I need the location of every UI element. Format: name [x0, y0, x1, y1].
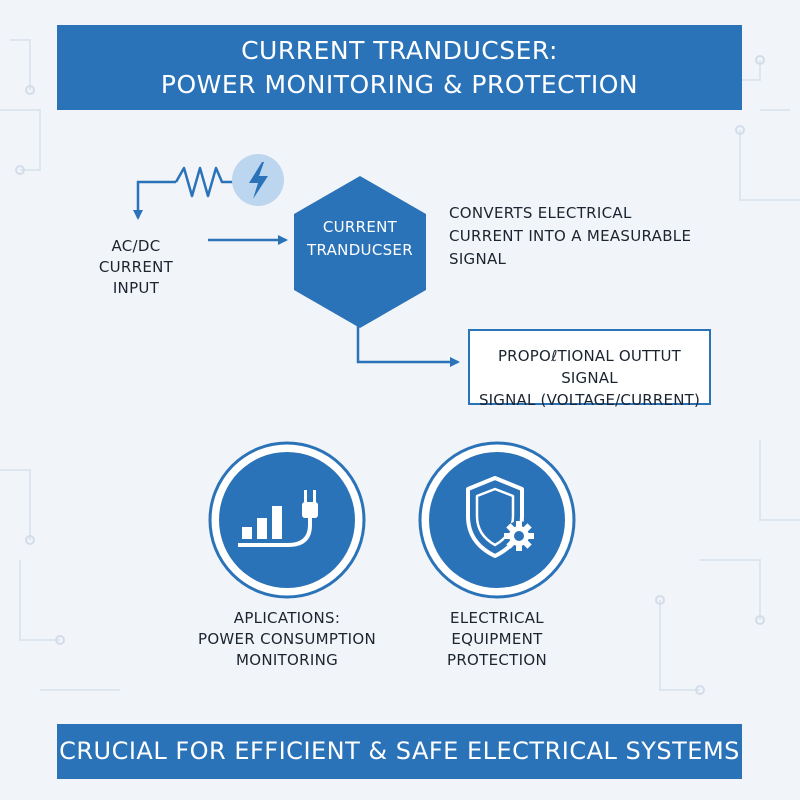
transducer-label-line-1: CURRENT — [322, 218, 398, 236]
input-label: AC/DC CURRENT INPUT — [72, 236, 200, 299]
input-label-line-2: INPUT — [112, 279, 160, 297]
output-label-line-2: SIGNAL (VOLTAGE/CURRENT) — [478, 391, 701, 409]
transducer-label-line-2: TRANDUCSER — [307, 241, 413, 259]
description-line-2: CURRENT INTO A MEASURABLE — [449, 227, 692, 245]
lightning-bolt-icon — [232, 154, 284, 206]
transducer-label: CURRENT TRANDUCSER — [300, 216, 420, 262]
footer-banner: CRUCIAL FOR EFFICIENT & SAFE ELECTRICAL … — [57, 724, 742, 779]
title-line-1: CURRENT TRANDUCSER: — [241, 36, 558, 65]
output-arrow — [356, 318, 460, 367]
title-line-2: POWER MONITORING & PROTECTION — [160, 70, 639, 99]
application-label-protection: ELECTRICAL EQUIPMENT PROTECTION — [422, 608, 572, 671]
bar-chart-plug-icon — [208, 441, 366, 599]
input-label-line-1: AC/DC CURRENT — [98, 237, 174, 276]
footer-text: CRUCIAL FOR EFFICIENT & SAFE ELECTRICAL … — [59, 737, 740, 765]
output-signal-box: PROPOℓTIONAL OUTTUT SIGNAL SIGNAL (VOLTA… — [468, 329, 711, 409]
application-label-line-1: ELECTRICAL — [450, 609, 544, 627]
application-label-line-3: PROTECTION — [446, 651, 547, 669]
application-label-line-2: EQUIPMENT — [451, 630, 543, 648]
application-label-monitoring: APLICATIONS: POWER CONSUMPTION MONITORIN… — [197, 608, 377, 671]
description-line-1: CONVERTS ELECTRICAL — [449, 204, 632, 222]
output-label-line-1: PROPOℓTIONAL OUTTUT SIGNAL — [497, 347, 682, 387]
shield-gear-icon — [418, 441, 576, 599]
title-banner: CURRENT TRANDUCSER: POWER MONITORING & P… — [57, 25, 742, 110]
input-wire-connector — [133, 180, 176, 220]
application-label-line-1: APLICATIONS: — [233, 609, 341, 627]
description-line-3: SIGNAL — [449, 250, 507, 268]
transducer-description: CONVERTS ELECTRICAL CURRENT INTO A MEASU… — [449, 202, 691, 271]
application-label-line-2: POWER CONSUMPTION — [197, 630, 377, 648]
transducer-hexagon — [294, 176, 426, 328]
resistor-icon — [174, 166, 236, 198]
application-label-line-3: MONITORING — [235, 651, 339, 669]
